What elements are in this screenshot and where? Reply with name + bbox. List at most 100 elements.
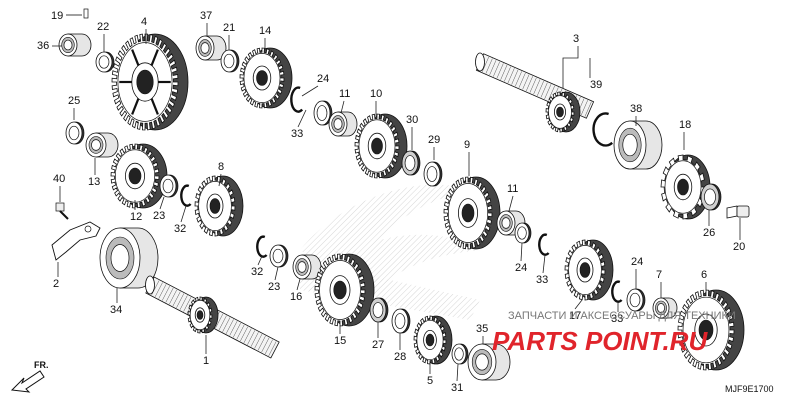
bearing-38 — [613, 120, 663, 170]
gear-14 — [239, 47, 293, 109]
leader-line-c33a — [297, 109, 307, 128]
callout-c27: 27 — [372, 339, 384, 351]
callout-c16: 16 — [290, 291, 302, 303]
callout-c17: 17 — [569, 310, 581, 322]
leader-line-c17 — [574, 299, 583, 310]
gear-4 — [111, 33, 189, 131]
callout-c20: 20 — [733, 241, 745, 253]
callout-c11b: 11 — [507, 183, 518, 195]
callout-labels: 1234567891011111213141516171819202122232… — [37, 10, 745, 394]
callout-c25: 25 — [68, 95, 80, 107]
front-direction-arrow-icon: FR. — [10, 360, 49, 393]
callout-c36: 36 — [37, 40, 49, 52]
gear-17 — [564, 239, 614, 301]
gear-15 — [314, 253, 375, 327]
leader-line-c11b — [508, 195, 514, 212]
leader-line-c23b — [274, 266, 279, 281]
leader-lines — [52, 14, 741, 382]
callout-c4: 4 — [141, 16, 147, 28]
callout-c11a: 11 — [339, 88, 350, 100]
gear-6 — [677, 289, 745, 371]
bearing-36 — [58, 33, 92, 57]
leader-line-c11a — [340, 100, 345, 114]
bushing-13 — [85, 132, 119, 158]
callout-c34: 34 — [110, 304, 122, 316]
callout-c22: 22 — [97, 21, 109, 33]
leader-line-c33b — [542, 254, 546, 274]
bearing-11-mid — [496, 210, 526, 236]
washer-33-top — [313, 100, 333, 126]
gear-5 — [413, 315, 453, 365]
circlip-32-left — [180, 184, 192, 207]
callout-c28: 28 — [394, 351, 406, 363]
washer-24-right — [626, 288, 646, 312]
callout-c40: 40 — [53, 173, 65, 185]
front-direction-label: FR. — [34, 360, 49, 370]
callout-c24a: 24 — [317, 73, 329, 85]
callout-c35: 35 — [476, 323, 488, 335]
callout-c37: 37 — [200, 10, 212, 22]
gear-10 — [354, 113, 408, 179]
callout-c30: 30 — [406, 114, 418, 126]
callout-c13: 13 — [88, 176, 100, 188]
diagram-code: MJF9E1700 — [725, 384, 774, 394]
washer-23-low — [269, 244, 289, 268]
pin-19 — [83, 8, 89, 19]
needle-bearing-37 — [195, 35, 227, 61]
washer-25 — [65, 121, 85, 145]
callout-c31: 31 — [451, 382, 463, 394]
bearing-11-top — [328, 111, 358, 137]
callout-c33a: 33 — [291, 128, 303, 140]
washer-31 — [451, 343, 469, 365]
circlip-32-low — [256, 235, 268, 258]
callout-c23a: 23 — [153, 210, 165, 222]
callout-c3: 3 — [573, 33, 579, 45]
washer-27 — [369, 297, 389, 323]
callout-c2: 2 — [53, 278, 59, 290]
leader-line-c3 — [562, 46, 579, 88]
washer-21 — [220, 49, 240, 73]
washer-23-left — [159, 174, 179, 198]
callout-c33b: 33 — [536, 274, 548, 286]
circlip-24-top — [290, 86, 304, 113]
callout-c15: 15 — [334, 335, 346, 347]
callout-c32a: 32 — [174, 223, 186, 235]
bearing-34 — [99, 227, 159, 289]
washer-24-mid — [514, 222, 532, 244]
circlip-33-mid — [538, 233, 550, 256]
gear-8 — [194, 175, 244, 237]
circlip-39 — [592, 112, 613, 147]
washer-29 — [423, 161, 443, 187]
callout-c23b: 23 — [268, 281, 280, 293]
leader-line-c23a — [159, 196, 165, 210]
washer-22 — [95, 51, 115, 73]
callout-c1: 1 — [203, 355, 209, 367]
bolt-40 — [55, 202, 69, 220]
watermark-text: ЗАПЧАСТИ И АКСЕССУАРЫ ДЛЯ ТЕХНИКИ — [508, 310, 736, 322]
gear-9 — [443, 176, 501, 250]
callout-c39: 39 — [590, 79, 602, 91]
callout-c8: 8 — [218, 161, 224, 173]
callout-c24c: 24 — [631, 256, 643, 268]
drive-sprocket-18 — [660, 154, 711, 220]
callout-c21: 21 — [223, 22, 235, 34]
callout-c19: 19 — [51, 10, 63, 22]
leader-line-c32b — [257, 255, 263, 266]
callout-c12: 12 — [130, 211, 142, 223]
callout-c32b: 32 — [251, 266, 263, 278]
leader-line-c24a — [301, 85, 319, 97]
callout-c26: 26 — [703, 227, 715, 239]
watermark-logo: PARTS POINT.RU — [492, 326, 708, 356]
circlip-33-right — [611, 280, 623, 303]
callout-c10: 10 — [370, 88, 382, 100]
countershaft-gear-teeth — [545, 91, 581, 133]
callout-c7: 7 — [656, 269, 662, 281]
gear-12 — [110, 143, 168, 209]
washer-26 — [700, 183, 722, 211]
washer-30 — [401, 150, 421, 176]
leader-line-c24b — [520, 242, 523, 262]
needle-bearing-16 — [292, 254, 322, 280]
callout-c33c: 33 — [611, 313, 623, 325]
bearing-set-plate-2 — [51, 221, 101, 261]
leader-line-c8 — [218, 173, 222, 187]
